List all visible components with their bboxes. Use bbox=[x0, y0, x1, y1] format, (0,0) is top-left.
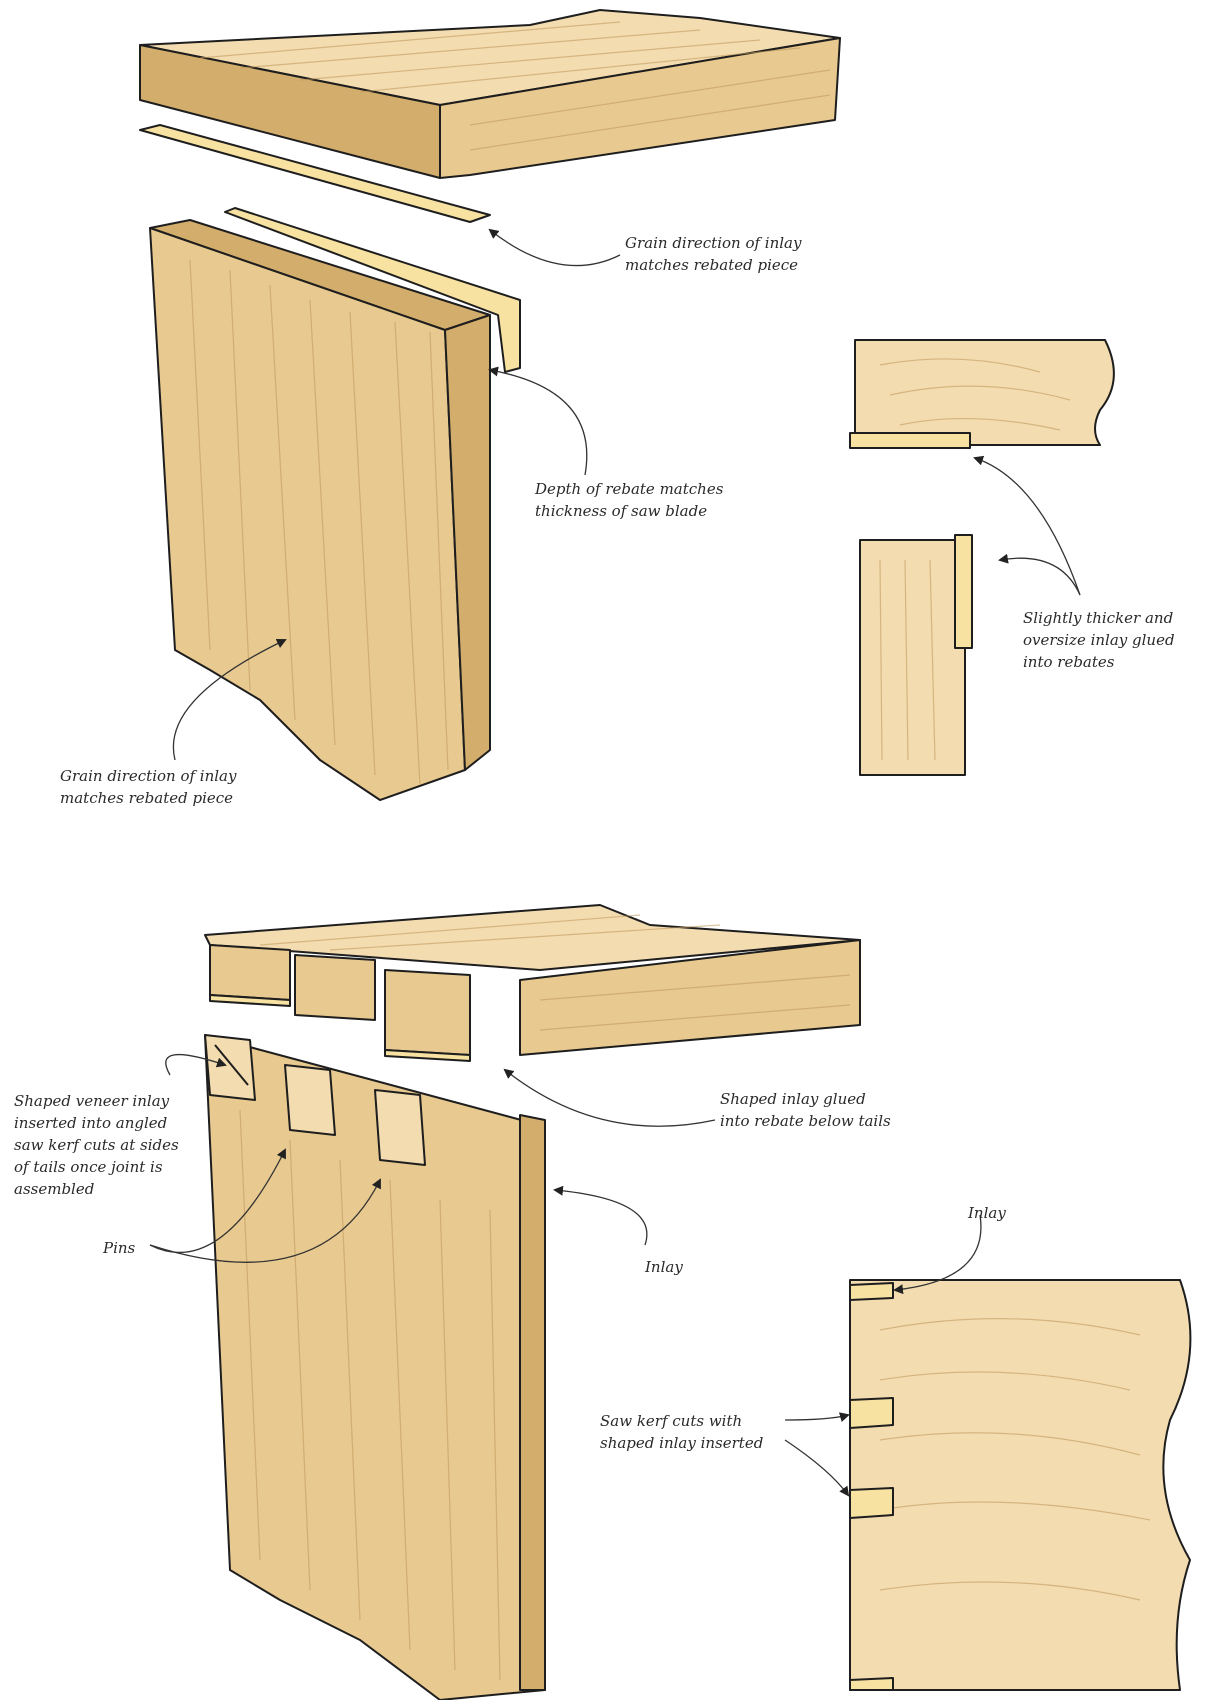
upright-board bbox=[150, 208, 520, 800]
label-veneer-inlay: Shaped veneer inlay inserted into angled… bbox=[14, 1090, 179, 1200]
label-grain-left: Grain direction of inlay matches rebated… bbox=[60, 765, 236, 809]
pin-board bbox=[205, 1035, 545, 1700]
label-inlay-right: Inlay bbox=[968, 1202, 1006, 1224]
section-dovetail bbox=[850, 1280, 1190, 1690]
label-shaped-inlay: Shaped inlay glued into rebate below tai… bbox=[720, 1088, 891, 1132]
label-inlay-mid: Inlay bbox=[645, 1256, 683, 1278]
label-kerf-cuts: Saw kerf cuts with shaped inlay inserted bbox=[600, 1410, 763, 1454]
label-thicker-inlay: Slightly thicker and oversize inlay glue… bbox=[1023, 607, 1175, 673]
label-grain-top: Grain direction of inlay matches rebated… bbox=[625, 232, 801, 276]
label-pins: Pins bbox=[103, 1237, 135, 1259]
tail-board bbox=[205, 905, 860, 1061]
section-upright bbox=[860, 535, 972, 775]
label-rebate-depth: Depth of rebate matches thickness of saw… bbox=[535, 478, 723, 522]
section-top-board bbox=[850, 340, 1114, 448]
